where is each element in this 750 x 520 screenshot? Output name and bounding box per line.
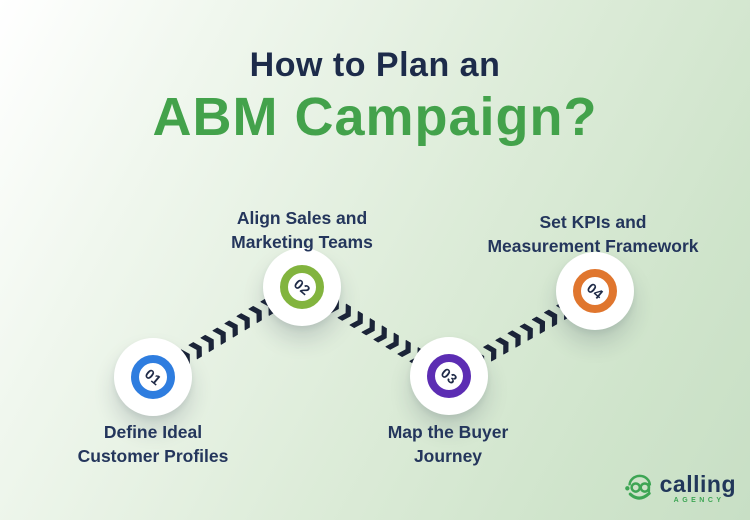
step-2-number: 02 (290, 275, 314, 299)
chevron-arrow-icon (361, 318, 379, 338)
step-4-number: 04 (583, 279, 607, 303)
step-3-label: Map the Buyer Journey (338, 420, 558, 468)
step-2-label: Align Sales and Marketing Teams (192, 206, 412, 254)
chevron-arrow-icon (507, 328, 525, 348)
step-3-label-line1: Map the Buyer (387, 422, 509, 442)
chevron-arrow-icon (495, 335, 513, 355)
step-1-label-line2: Customer Profiles (77, 446, 229, 466)
step-1-number: 01 (141, 365, 165, 389)
chevron-arrow-icon (397, 340, 415, 360)
page-title-line-2: ABM Campaign? (152, 87, 598, 147)
step-3-marker: 03 (410, 337, 488, 415)
chevron-arrow-icon (349, 311, 367, 331)
step-3-number: 03 (437, 364, 461, 388)
step-4-label-line1: Set KPIs and (539, 212, 647, 232)
step-1-label-line1: Define Ideal (103, 422, 203, 442)
chevron-arrow-icon (224, 318, 242, 338)
step-3-ring: 03 (427, 354, 471, 398)
step-4-marker: 04 (556, 252, 634, 330)
chevron-arrow-icon (385, 332, 403, 352)
step-1-label: Define Ideal Customer Profiles (43, 420, 263, 468)
step-4-label-line2: Measurement Framework (487, 236, 699, 256)
chevron-arrow-icon (519, 321, 537, 341)
step-3-label-line2: Journey (413, 446, 483, 466)
calling-agency-icon (624, 474, 651, 500)
step-2-label-line1: Align Sales and (236, 208, 368, 228)
chevron-arrow-icon (188, 339, 206, 359)
step-4-ring: 04 (573, 269, 617, 313)
chevron-arrow-icon (531, 314, 549, 334)
page-title-line-1: How to Plan an (249, 46, 501, 84)
logo-agency-text: AGENCY (673, 497, 725, 504)
step-2-ring: 02 (280, 265, 324, 309)
step-1-ring: 01 (131, 355, 175, 399)
chevron-arrow-icon (373, 325, 391, 345)
chevron-arrow-icon (212, 325, 230, 345)
step-2-marker: 02 (263, 248, 341, 326)
step-4-label: Set KPIs and Measurement Framework (472, 210, 714, 258)
chevron-arrow-icon (200, 332, 218, 352)
chevron-arrow-icon (543, 307, 561, 327)
logo-brand-text: calling (659, 471, 736, 497)
chevron-arrow-icon (337, 303, 355, 323)
chevron-arrow-icon (483, 342, 501, 362)
step-1-marker: 01 (114, 338, 192, 416)
chevron-arrow-icon (248, 303, 266, 323)
step-2-label-line2: Marketing Teams (231, 232, 373, 252)
brand-logo: calling AGENCY (623, 473, 736, 504)
logo-text: calling AGENCY (659, 471, 736, 505)
chevron-arrow-icon (236, 311, 254, 331)
